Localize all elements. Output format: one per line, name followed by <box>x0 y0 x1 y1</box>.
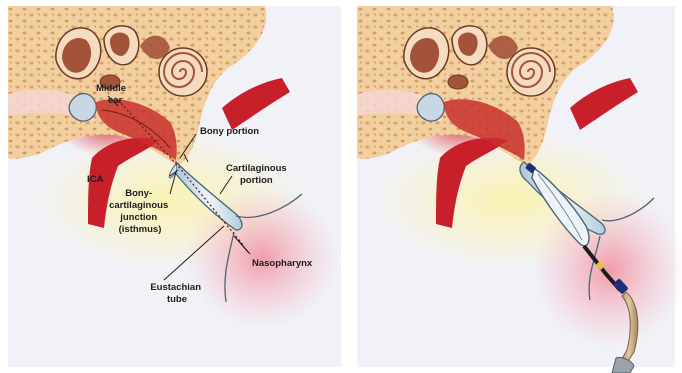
left-panel <box>8 6 341 367</box>
right-ear-drum <box>417 94 444 121</box>
label-ica: ICA <box>87 174 104 185</box>
label-bony-portion: Bony portion <box>200 126 259 137</box>
right-panel <box>357 6 682 373</box>
label-nasopharynx: Nasopharynx <box>252 258 313 269</box>
left-ear-drum <box>69 94 96 121</box>
